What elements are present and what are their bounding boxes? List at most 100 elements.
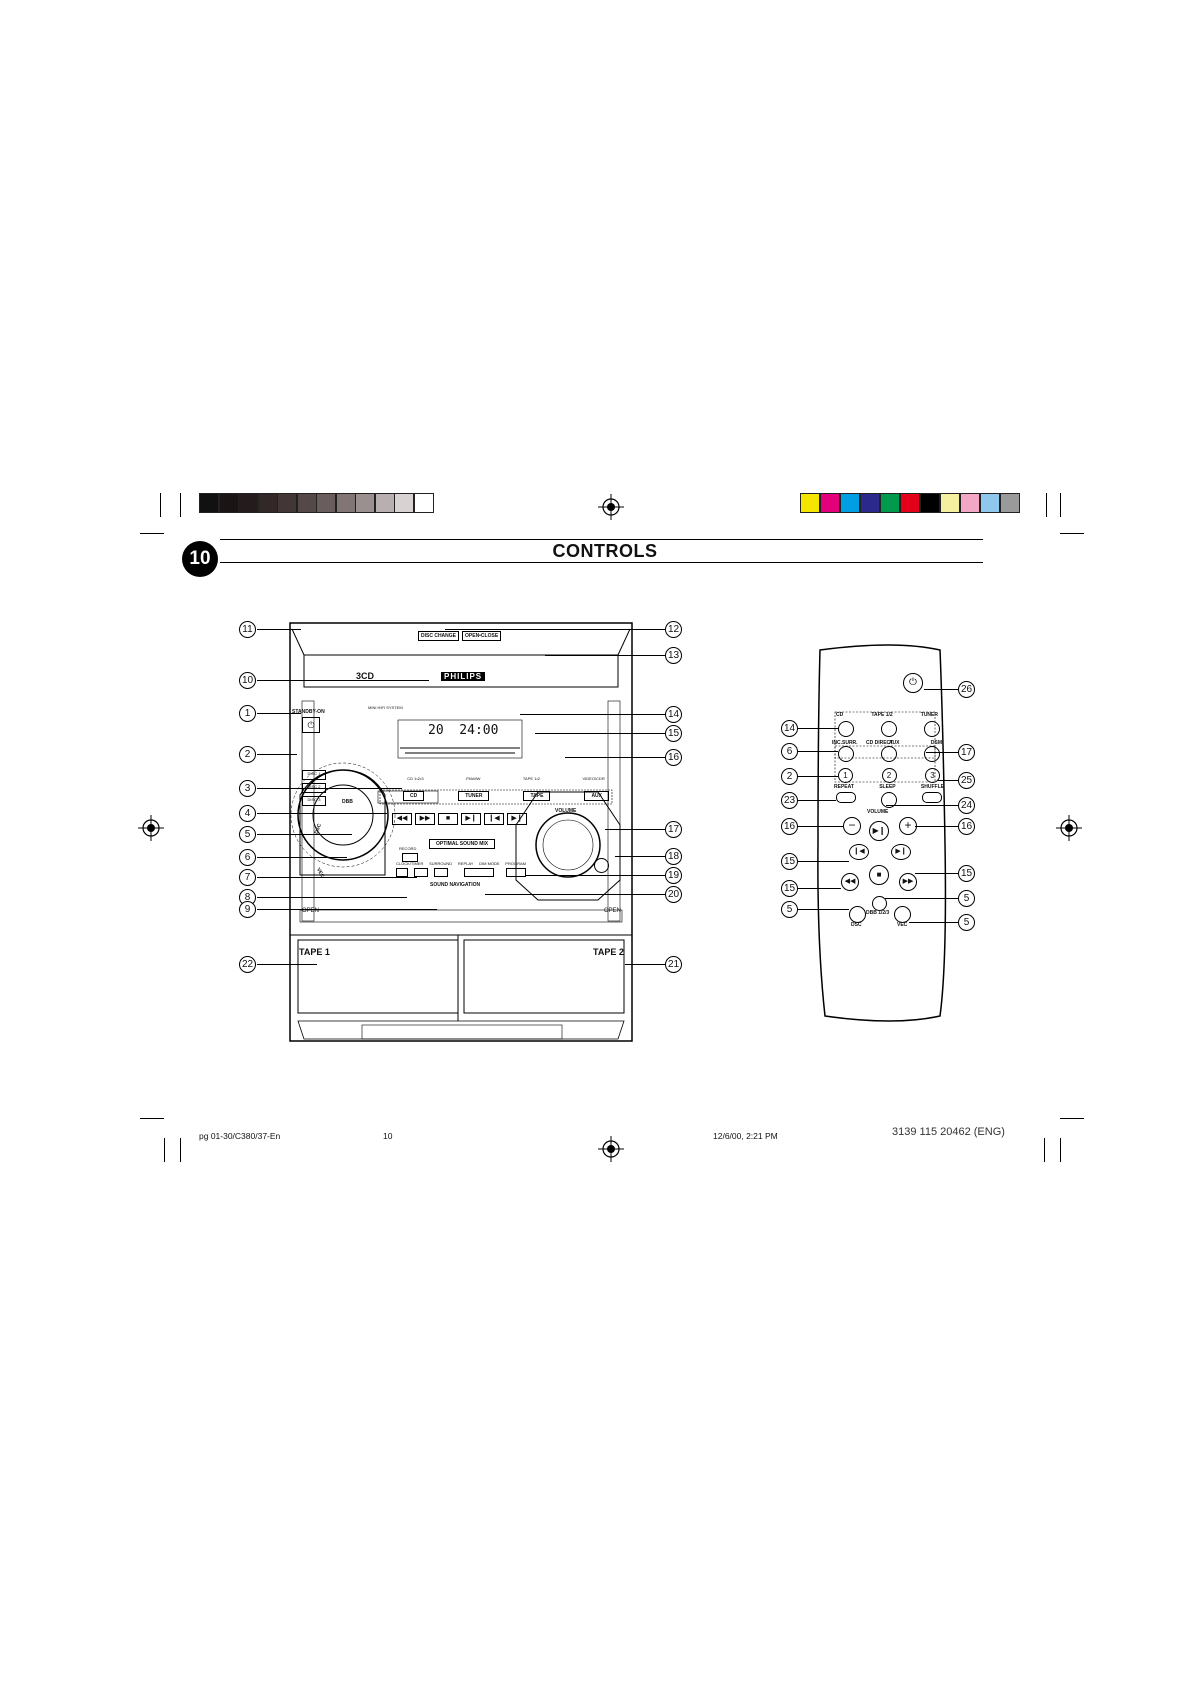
main-unit-callout: 5 [239, 826, 256, 843]
rewind-icon[interactable]: ◀◀ [392, 813, 412, 825]
page-title: CONTROLS [552, 541, 658, 561]
source-sublabels: CD 1•2•3 FM•MW TAPE 1•2 VIDEO/CDR [386, 776, 626, 781]
callout-leader [257, 813, 387, 814]
remote-tuner-button[interactable] [924, 721, 940, 737]
philips-logo: PHILIPS [441, 672, 486, 681]
disc-3-button[interactable]: DISC 3 [302, 796, 326, 806]
remote-cd-button[interactable] [838, 721, 854, 737]
headphone-jack[interactable] [594, 858, 609, 873]
remote-next-icon[interactable]: ▶❙ [891, 844, 911, 860]
callout-leader [257, 877, 417, 878]
color-swatch [900, 493, 920, 513]
source-buttons: CD TUNER TAPE AUX [386, 791, 626, 801]
callout-leader [257, 897, 407, 898]
remote-power-button[interactable]: ⏻ [903, 673, 923, 693]
color-swatch [860, 493, 880, 513]
remote-dbb-button[interactable] [872, 896, 887, 911]
main-unit-callout: 6 [239, 849, 256, 866]
page-number-badge: 10 [182, 541, 218, 577]
callout-leader [445, 629, 665, 630]
remote-callout: 26 [958, 681, 975, 698]
remote-repeat-button[interactable] [836, 792, 856, 803]
remote-direct-3-button[interactable]: 3 [925, 768, 940, 783]
callout-leader [257, 629, 301, 630]
aux-source-button[interactable]: AUX [584, 791, 609, 801]
remote-leader [798, 776, 838, 777]
disc-button-column: DISC 1 DISC 2 DISC 3 [302, 770, 326, 806]
remote-previous-icon[interactable]: ❙◀ [849, 844, 869, 860]
header-rule-top [220, 539, 983, 540]
remote-callout: 14 [781, 720, 798, 737]
system-label: MINI HIFI SYSTEM [368, 705, 403, 710]
footer-code: 3139 115 20462 (ENG) [892, 1126, 1005, 1138]
next-icon[interactable]: ▶❙ [507, 813, 527, 825]
top-button-group: DISC CHANGE OPEN•CLOSE [418, 631, 514, 641]
source-sublabel: VIDEO/CDR [582, 776, 605, 781]
remote-tape-button[interactable] [881, 721, 897, 737]
remote-inc-surr-label: INC.SURR. [832, 740, 858, 746]
main-unit-outline [289, 622, 633, 1042]
dim-mode-button[interactable] [464, 868, 494, 877]
remote-sleep-button[interactable] [881, 792, 897, 808]
sound-navigation-label: SOUND NAVIGATION [430, 882, 481, 888]
remote-callout: 23 [781, 792, 798, 809]
open-close-button[interactable]: OPEN•CLOSE [462, 631, 502, 641]
program-button[interactable] [506, 868, 526, 877]
remote-callout: 2 [781, 768, 798, 785]
remote-aux-button[interactable] [881, 746, 897, 762]
remote-volume-minus-button[interactable]: − [843, 817, 861, 835]
color-swatch [800, 493, 820, 513]
remote-outline [817, 644, 947, 1022]
remote-cd-label: CD [836, 712, 844, 718]
fast-forward-icon[interactable]: ▶▶ [415, 813, 435, 825]
replay-button[interactable] [434, 868, 448, 877]
remote-vec-label: VEC [897, 922, 908, 928]
tuner-source-button[interactable]: TUNER [458, 791, 490, 801]
main-unit-callout: 11 [239, 621, 256, 638]
main-unit-callout: 16 [665, 749, 682, 766]
grey-swatch [199, 493, 219, 513]
remote-stop-icon[interactable]: ■ [869, 865, 889, 885]
remote-callout: 24 [958, 797, 975, 814]
surround-button[interactable] [414, 868, 428, 877]
remote-repeat-label: REPEAT [834, 784, 854, 790]
previous-icon[interactable]: ❙◀ [484, 813, 504, 825]
registration-mark-left [138, 815, 164, 841]
remote-callout: 17 [958, 744, 975, 761]
main-unit-callout: 3 [239, 780, 256, 797]
stop-icon[interactable]: ■ [438, 813, 458, 825]
remote-direct-2-button[interactable]: 2 [881, 768, 897, 783]
record-button[interactable] [402, 853, 418, 862]
remote-vec-button[interactable] [894, 906, 911, 923]
control-labels-row: CLOCK/TIMER SURROUND REPLAY DIM MODE PRO… [396, 861, 526, 866]
callout-leader [485, 894, 665, 895]
remote-inc-surr-button[interactable] [838, 746, 854, 762]
remote-shuffle-button[interactable] [922, 792, 942, 803]
standby-power-icon[interactable]: ⏻ [302, 717, 320, 733]
remote-rewind-icon[interactable]: ◀◀ [841, 873, 859, 891]
color-swatch [820, 493, 840, 513]
remote-dsc-button[interactable] [849, 906, 866, 923]
remote-row1-labels: CD TAPE 1/2 TUNER [836, 712, 938, 718]
play-pause-icon[interactable]: ▶❙ [461, 813, 481, 825]
remote-dbb-label: DBB 1/2/3 [866, 910, 890, 916]
color-swatch [840, 493, 860, 513]
main-unit-callout: 17 [665, 821, 682, 838]
cd-source-button[interactable]: CD [403, 791, 425, 801]
remote-leader [798, 728, 838, 729]
remote-leader [798, 826, 843, 827]
optimal-sound-mix-button[interactable]: OPTIMAL SOUND MIX [429, 839, 496, 849]
disc-change-button[interactable]: DISC CHANGE [418, 631, 460, 641]
disc-1-button[interactable]: DISC 1 [302, 770, 326, 780]
remote-leader [798, 909, 849, 910]
remote-fast-forward-icon[interactable]: ▶▶ [899, 873, 917, 891]
footer-page: 10 [383, 1131, 393, 1141]
three-cd-logo: 3CD [356, 671, 375, 681]
remote-direct-1-button[interactable]: 1 [838, 768, 853, 783]
remote-play-pause-icon[interactable]: ▶❙ [869, 821, 889, 841]
callout-leader [615, 856, 665, 857]
remote-callout: 5 [781, 901, 798, 918]
tape-source-button[interactable]: TAPE [523, 791, 551, 801]
clock-timer-button[interactable] [396, 868, 408, 877]
remote-dsm-button[interactable] [924, 746, 940, 762]
